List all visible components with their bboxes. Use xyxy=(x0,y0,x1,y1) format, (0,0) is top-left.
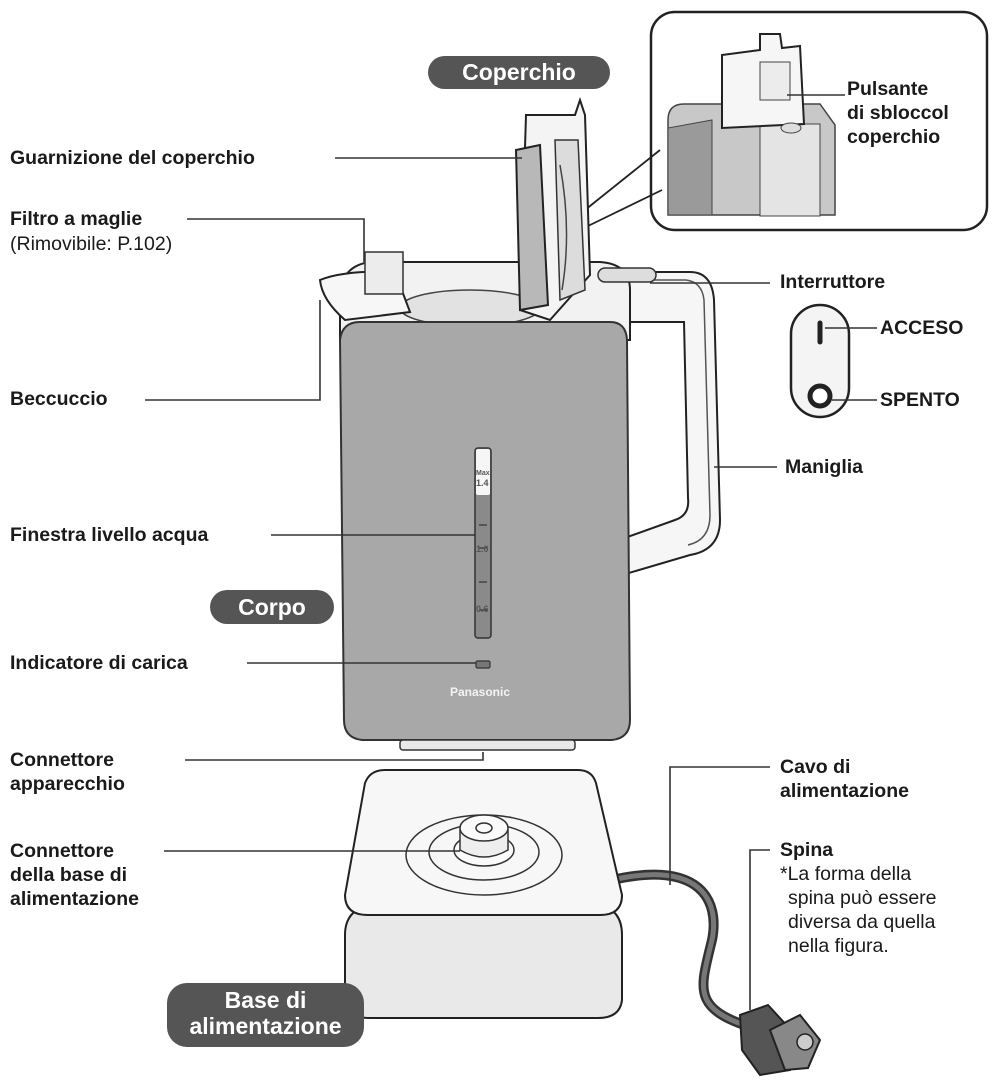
section-body-pill: Corpo xyxy=(210,590,334,624)
label-off: SPENTO xyxy=(880,389,960,411)
water-level-window xyxy=(474,447,492,639)
plug xyxy=(738,1003,822,1077)
gauge-max: 1.4 xyxy=(476,478,489,488)
label-base-connector-line2: della base di xyxy=(10,864,128,886)
label-plug-note-line3: diversa da quella xyxy=(788,911,936,933)
label-cord-line2: alimentazione xyxy=(780,780,909,802)
brand-logo-text: Panasonic xyxy=(450,685,511,699)
label-appliance-connector-line2: apparecchio xyxy=(10,773,125,795)
label-cord: Cavo di alimentazione xyxy=(780,755,909,803)
section-base-line1: Base di xyxy=(224,987,307,1013)
charge-indicator-lamp xyxy=(475,660,491,669)
label-lid-release-line1: Pulsante xyxy=(847,78,929,100)
gauge-mid: 1.0 xyxy=(476,544,489,554)
label-lid-release-line3: coperchio xyxy=(847,126,941,148)
label-switch: Interruttore xyxy=(780,271,886,293)
label-plug-note-line2: spina può essere xyxy=(788,887,937,909)
label-base-connector-line1: Connettore xyxy=(10,840,114,862)
label-charge-indicator: Indicatore di carica xyxy=(10,652,188,674)
label-spout: Beccuccio xyxy=(10,388,108,410)
label-mesh-filter: Filtro a maglie xyxy=(10,208,143,230)
label-mesh-filter-note: (Rimovibile: P.102) xyxy=(10,233,173,255)
gauge-max-word: Max xyxy=(476,470,490,477)
label-plug: Spina xyxy=(780,839,834,861)
label-appliance-connector: Connettore apparecchio xyxy=(10,748,125,796)
open-lid xyxy=(514,96,592,322)
power-cord xyxy=(607,869,765,1035)
section-base-line2: alimentazione xyxy=(189,1013,342,1039)
switch-panel xyxy=(789,303,851,419)
label-water-window: Finestra livello acqua xyxy=(10,524,209,546)
label-handle: Maniglia xyxy=(785,456,864,478)
label-plug-note-line1: *La forma della xyxy=(780,863,912,885)
label-on: ACCESO xyxy=(880,317,964,339)
gauge-low: 0.6 xyxy=(476,604,489,614)
label-cord-line1: Cavo di xyxy=(780,756,851,778)
label-lid-gasket: Guarnizione del coperchio xyxy=(10,147,255,169)
label-base-connector: Connettore della base di alimentazione xyxy=(10,839,139,911)
section-base-pill: Base di alimentazione xyxy=(167,983,364,1047)
label-lid-release-line2: di sbloccol xyxy=(847,102,949,124)
label-appliance-connector-line1: Connettore xyxy=(10,749,114,771)
label-plug-note-line4: nella figura. xyxy=(788,935,889,957)
label-base-connector-line3: alimentazione xyxy=(10,888,139,910)
lid-release-inset xyxy=(649,10,989,232)
handle xyxy=(599,271,722,582)
section-lid-pill: Coperchio xyxy=(428,56,610,89)
power-base xyxy=(343,769,624,1019)
label-plug-note: *La forma della spina può essere diversa… xyxy=(780,862,937,958)
label-lid-release: Pulsante di sbloccol coperchio xyxy=(847,77,949,149)
leader-lines xyxy=(145,157,877,1010)
